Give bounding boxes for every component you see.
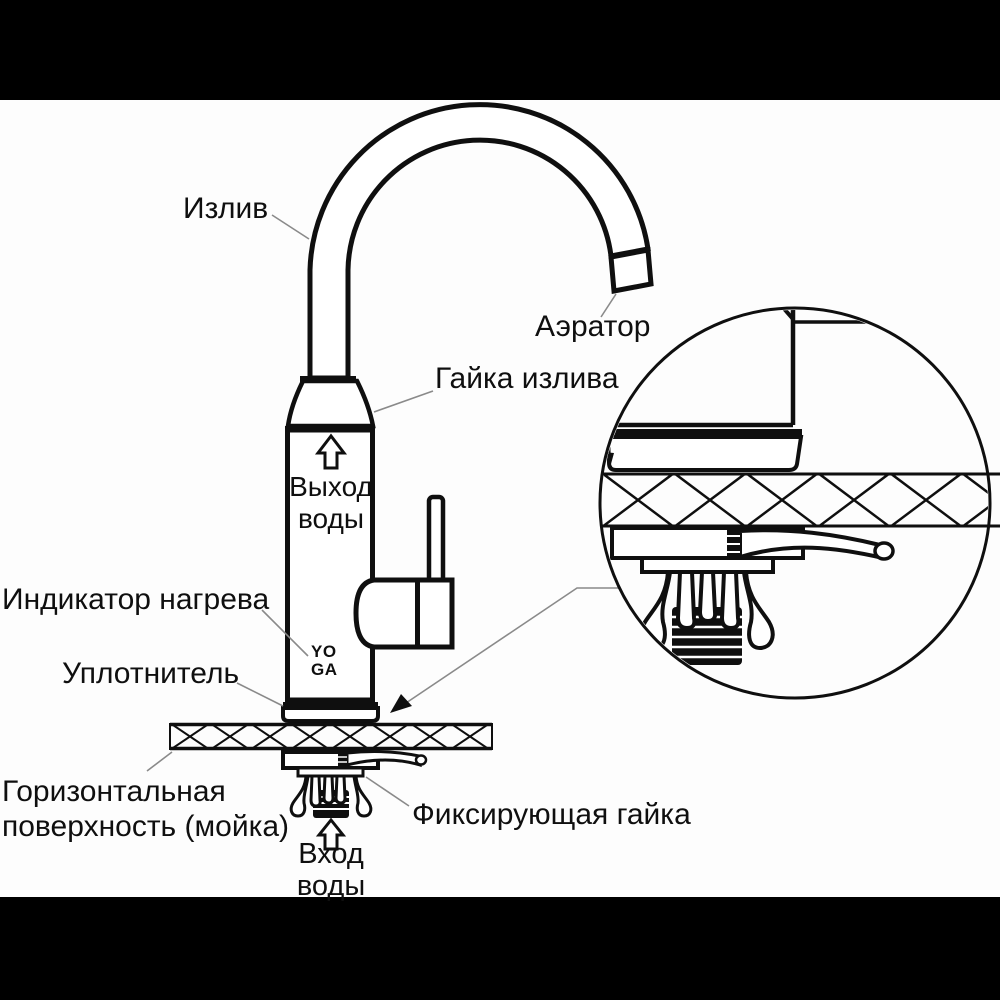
- label-spout: Излив: [183, 192, 269, 225]
- leader-arrowhead: [390, 694, 412, 713]
- aerator: [608, 247, 654, 294]
- detail-body-chamfer: [777, 310, 795, 321]
- arrow-up-inlet-icon: [315, 817, 347, 851]
- seal: [281, 702, 380, 723]
- leader-spout-nut: [373, 390, 434, 413]
- detail-cable-tip: [873, 541, 895, 561]
- label-spout-nut: Гайка излива: [435, 362, 619, 395]
- cable-gland: [338, 752, 347, 768]
- label-heat-indicator: Индикатор нагрева: [2, 583, 270, 616]
- leader-seal: [236, 682, 284, 707]
- sink-surface: [169, 722, 493, 751]
- leader-heat-indicator: [261, 609, 309, 657]
- letterbox-top: [0, 0, 1000, 100]
- detail-sink-hatch: [602, 473, 988, 527]
- faucet-body: [285, 427, 375, 703]
- label-fixing-nut: Фиксирующая гайка: [412, 798, 691, 831]
- label-aerator: Аэратор: [535, 310, 651, 343]
- cable-tip: [414, 754, 428, 766]
- letterbox-bottom: [0, 897, 1000, 1000]
- detail-circle-outline: [598, 306, 992, 700]
- brand-logo-yoga: YO GA: [311, 642, 338, 679]
- leader-aerator: [600, 293, 617, 318]
- detail-flange: [640, 556, 775, 574]
- detail-view-content: [602, 310, 988, 665]
- label-seal: Уплотнитель: [62, 657, 240, 690]
- leader-spout: [271, 214, 310, 240]
- power-cable: [345, 750, 422, 768]
- spout-tube: [307, 102, 651, 381]
- label-horizontal-surface: Горизонтальная поверхность (мойка): [2, 775, 290, 843]
- label-water-outlet: Выход воды: [289, 471, 373, 534]
- fixing-nut-petals: [289, 774, 373, 818]
- leader-fixing-nut: [365, 776, 410, 807]
- spout-nut: [285, 376, 376, 432]
- leader-detail-circle: [405, 587, 619, 704]
- label-water-inlet: Вход воды: [296, 838, 366, 902]
- detail-fixing-nut-petals: [639, 570, 775, 651]
- handle: [353, 494, 455, 650]
- detail-seal: [605, 435, 804, 472]
- arrow-up-outlet-icon: [314, 433, 348, 470]
- mounting-assembly: [281, 750, 428, 818]
- leader-lines: [146, 214, 619, 807]
- leader-surface: [146, 751, 173, 772]
- detail-seal-stripe: [608, 429, 802, 437]
